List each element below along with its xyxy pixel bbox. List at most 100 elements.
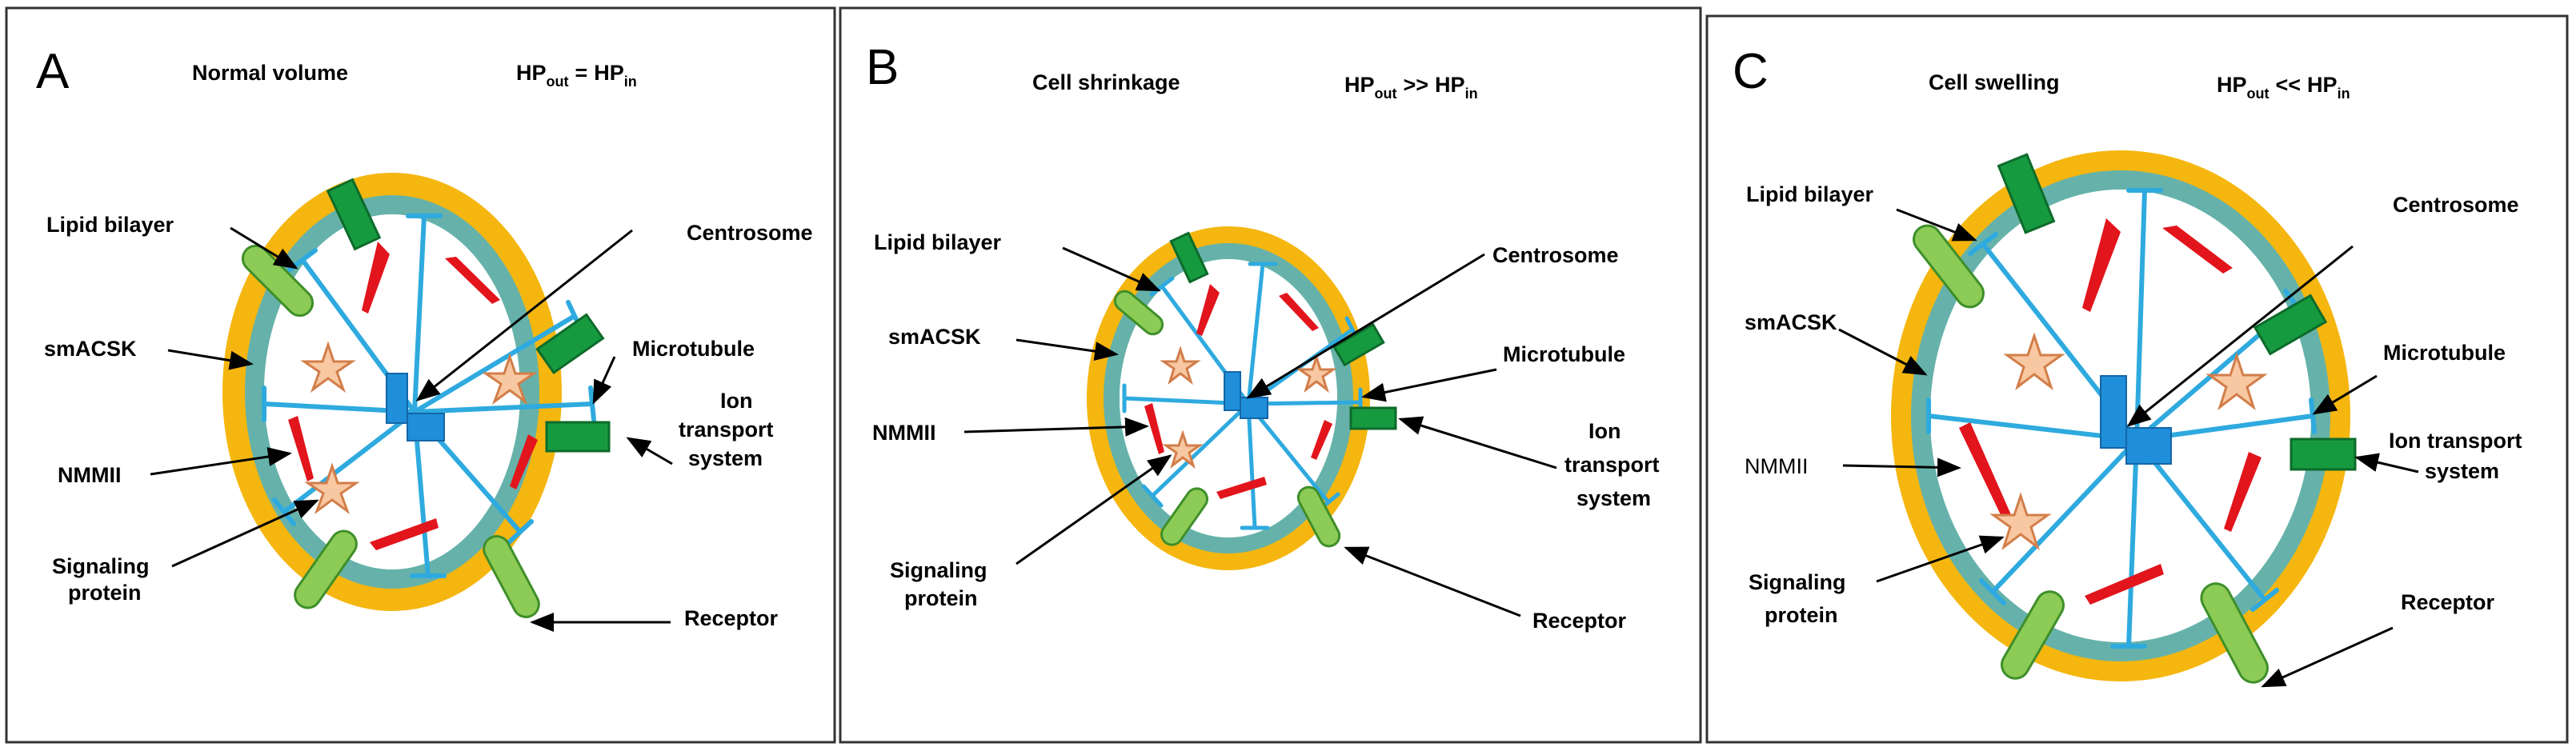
smacsk-cortex — [1911, 170, 2330, 661]
microtubule — [1990, 437, 2139, 594]
arrow-smacsk — [1016, 338, 1119, 362]
label-signaling-protein-1: Signaling — [52, 554, 150, 578]
arrow-signaling-protein — [1016, 454, 1172, 565]
centrosome — [386, 373, 445, 441]
label-smacsk: smACSK — [888, 325, 981, 349]
nmmii-filament — [2082, 218, 2121, 312]
nmmii-filaments — [288, 242, 538, 550]
ion-transport-system — [1997, 153, 2056, 234]
centrosome — [1224, 371, 1268, 419]
label-nmmii: NMMII — [1745, 454, 1808, 478]
receptor — [2001, 590, 2065, 680]
microtubule — [2126, 437, 2139, 649]
nmmii-filament — [1144, 403, 1164, 454]
receptor — [241, 244, 314, 318]
microtubule-end — [2309, 397, 2317, 434]
receptor — [1913, 224, 1985, 309]
microtubule — [412, 314, 577, 414]
label-lipid-bilayer: Lipid bilayer — [874, 230, 1002, 254]
panel-c: C Cell swelling HPout<<HPin — [1705, 14, 2569, 744]
nmmii-filament — [1279, 293, 1319, 331]
arrow-receptor — [1344, 546, 1521, 617]
centriole — [1224, 371, 1241, 411]
hp-out: HP — [2217, 73, 2247, 97]
ion-transport-system — [1332, 322, 1385, 367]
nmmii-filament — [288, 416, 314, 481]
ion-transport-system — [1169, 231, 1209, 284]
microtubule-end — [588, 385, 596, 422]
label-centrosome: Centrosome — [687, 221, 813, 245]
hp-out-subscript: out — [1375, 86, 1397, 102]
signaling-proteins — [1160, 346, 1337, 469]
microtubule — [2134, 188, 2147, 442]
microtubule-end — [1968, 232, 1998, 256]
microtubule-end — [2250, 588, 2279, 612]
label-nmmii: NMMII — [872, 421, 935, 445]
label-centrosome: Centrosome — [1492, 243, 1619, 267]
ion-transport-system — [1349, 406, 1397, 430]
receptor — [1160, 487, 1208, 546]
arrow-nmmii — [1842, 457, 1961, 477]
label-receptor: Receptor — [2401, 590, 2495, 614]
panel-a-title: Normal volume — [192, 61, 348, 85]
label-receptor: Receptor — [684, 606, 779, 630]
lipid-bilayer — [1891, 150, 2350, 681]
label-ion-transport-1: Ion transport — [2389, 429, 2522, 453]
receptor — [1296, 485, 1341, 548]
signaling-protein — [2205, 352, 2268, 411]
arrow-ion-transport — [1398, 416, 1557, 469]
receptors — [241, 244, 540, 618]
panel-c-labels: Lipid bilayer smACSK NMMII Signaling pro… — [1745, 182, 2522, 688]
relation: >> — [1404, 73, 1429, 97]
label-nmmii: NMMII — [58, 463, 121, 487]
panel-a: A Normal volume HPout=HPin — [5, 6, 836, 744]
panel-c-letter: C — [1733, 44, 1769, 99]
label-ion-transport-2: transport — [1564, 453, 1660, 477]
arrow-ion-transport — [626, 437, 673, 465]
panel-a-labels: Lipid bilayer smACSK NMMII Signaling pro… — [44, 213, 813, 632]
panel-c-title: Cell swelling — [1929, 70, 2060, 94]
microtubule — [1246, 401, 1257, 530]
smacsk-cortex — [1104, 243, 1353, 553]
panel-b-formula: HPout>>HPin — [1344, 73, 1478, 102]
lipid-bilayer — [1087, 226, 1370, 570]
hp-out: HP — [1344, 73, 1375, 97]
label-signaling-protein-1: Signaling — [890, 558, 988, 582]
signaling-protein — [2003, 332, 2065, 391]
label-ion-transport-3: system — [1576, 486, 1651, 510]
signaling-proteins — [300, 341, 538, 515]
ion-transport-system — [2253, 294, 2328, 356]
microtubule-end — [1979, 578, 2006, 605]
label-ion-transport-1: Ion — [720, 389, 753, 413]
microtubule — [1246, 401, 1331, 505]
hp-in-subscript: in — [1465, 86, 1478, 102]
panel-a-border — [5, 6, 836, 744]
label-signaling-protein-2: protein — [904, 586, 978, 610]
nmmii-filament — [1216, 477, 1267, 499]
arrow-nmmii — [150, 447, 292, 476]
signaling-protein — [304, 462, 360, 515]
hp-in: HP — [2307, 73, 2338, 97]
label-ion-transport-2: transport — [679, 417, 774, 441]
centriole — [2100, 375, 2127, 449]
receptor — [1113, 290, 1164, 336]
relation: << — [2276, 73, 2302, 97]
hp-out: HP — [516, 61, 547, 85]
nmmii-filaments — [1144, 284, 1332, 499]
arrow-signaling-protein — [171, 499, 319, 568]
hp-out-subscript: out — [547, 74, 569, 90]
microtubule — [412, 401, 595, 414]
signaling-protein — [1160, 346, 1201, 385]
arrow-centrosome — [1246, 253, 1485, 399]
nmmii-filament — [510, 434, 538, 489]
panel-b-title: Cell shrinkage — [1032, 70, 1180, 94]
ion-transport-systems — [1169, 231, 1397, 430]
label-lipid-bilayer: Lipid bilayer — [1746, 182, 1874, 206]
nmmii-filament — [445, 257, 500, 304]
panel-b-letter: B — [866, 40, 899, 95]
microtubule — [1150, 401, 1251, 498]
label-signaling-protein-1: Signaling — [1749, 570, 1846, 594]
microtubule — [282, 409, 417, 514]
ion-transport-system — [2290, 437, 2357, 471]
label-smacsk: smACSK — [1745, 310, 1837, 334]
